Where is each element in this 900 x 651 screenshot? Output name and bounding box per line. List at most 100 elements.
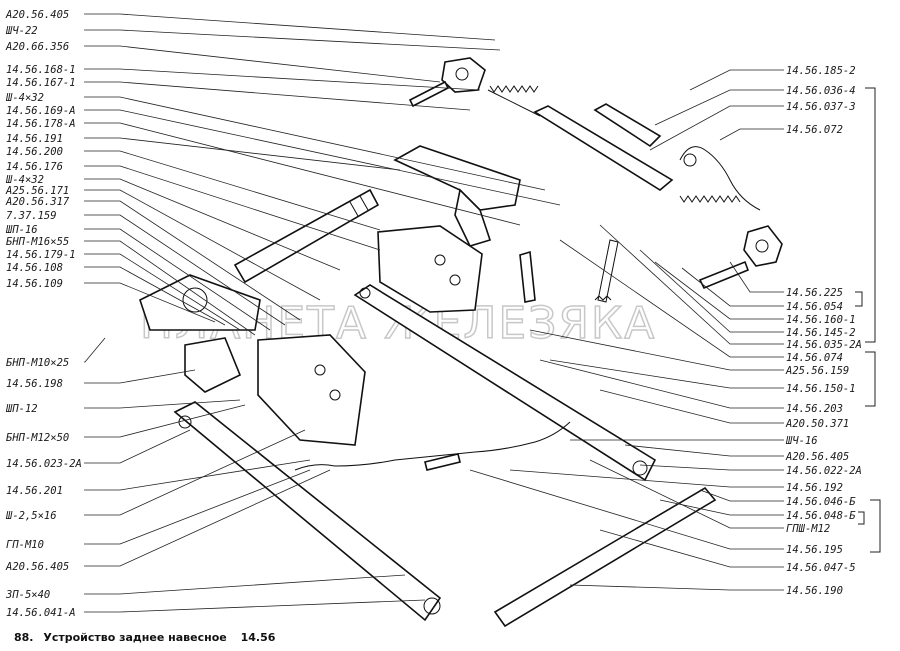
leader-line-left — [84, 150, 381, 231]
caption-number: 88. — [14, 631, 34, 644]
part-label-left: 14.56.109 — [6, 278, 63, 290]
leader-line-right — [624, 444, 784, 457]
pin-bolt — [408, 80, 450, 108]
part-label-left: А20.56.317 — [5, 196, 70, 208]
part-label-right: 14.56.022-2А — [786, 465, 862, 477]
leader-line-left — [84, 214, 286, 326]
part-label-left: 14.56.191 — [6, 133, 63, 145]
leader-line-right — [469, 469, 784, 550]
figure-caption: 88. Устройство заднее навесное 14.56 — [14, 631, 276, 644]
splined-shaft — [233, 188, 380, 284]
leader-line-right — [569, 584, 784, 591]
cross-bar — [493, 486, 717, 628]
part-label-left: Ш-2,5×16 — [5, 510, 57, 522]
top-link-tube — [533, 105, 674, 191]
part-label-right: 14.56.035-2А — [786, 339, 862, 351]
part-label-left: БНП-М12×50 — [6, 432, 69, 444]
parts-group — [139, 57, 783, 628]
part-label-right: 14.56.150-1 — [786, 383, 856, 395]
arm-hole — [182, 287, 208, 313]
leader-line-right — [599, 224, 784, 345]
leader-line-left — [84, 369, 196, 384]
part-label-left: 14.56.179-1 — [6, 249, 76, 261]
brace-group — [855, 87, 881, 553]
part-label-right: 14.56.072 — [786, 124, 843, 136]
leader-line-left — [84, 96, 546, 191]
part-label-right: 14.56.074 — [786, 352, 843, 364]
lift-arm-fork — [454, 188, 492, 247]
leader-line-left — [84, 189, 321, 301]
leader-line-left — [84, 282, 216, 323]
part-label-right: А20.56.405 — [785, 451, 849, 463]
part-label-left: 14.56.176 — [6, 161, 63, 173]
leader-line-left — [84, 29, 501, 51]
part-label-right: А25.56.159 — [785, 365, 849, 377]
leader-line-right — [599, 529, 784, 568]
part-label-right: ШЧ-16 — [785, 435, 818, 447]
brace-074-203 — [865, 351, 876, 407]
spline-2 — [349, 201, 359, 217]
brace-048-m12 — [858, 511, 865, 525]
part-label-right: 14.56.190 — [786, 585, 843, 597]
rl-hole-a — [359, 287, 371, 299]
leader-line-right — [589, 459, 784, 529]
brace-036-035 — [865, 87, 876, 343]
part-label-right: 14.56.160-1 — [786, 314, 856, 326]
part-label-left: 14.56.200 — [6, 146, 63, 158]
leader-line-left — [84, 399, 241, 409]
lb-hole-2 — [329, 389, 341, 401]
leader-line-left — [84, 599, 426, 613]
leader-line-left — [84, 429, 306, 516]
part-label-left: БНП-М10×25 — [6, 357, 69, 369]
thread-2 — [679, 195, 741, 203]
part-label-right: 14.56.225 — [786, 287, 843, 299]
part-label-right: 14.56.036-4 — [786, 85, 856, 97]
leader-line-left — [84, 68, 481, 91]
leader-line-right — [639, 249, 784, 333]
part-label-right: 14.56.046-Б — [786, 496, 856, 508]
left-lower-link — [173, 401, 442, 622]
leader-line-left — [84, 200, 301, 321]
top-link-bracket — [441, 57, 486, 93]
bracket-hole-2 — [449, 274, 461, 286]
leader-line-right — [649, 105, 784, 151]
brace-225-054 — [855, 291, 863, 307]
part-label-left: 14.56.198 — [6, 378, 63, 390]
part-label-left: 14.56.167-1 — [6, 77, 76, 89]
part-label-left: А25.56.171 — [5, 185, 69, 197]
part-label-right: 14.56.054 — [786, 301, 843, 313]
part-label-left: Ш-4×32 — [5, 92, 44, 104]
part-label-left: 14.56.201 — [6, 485, 63, 497]
top-link-sleeve — [593, 103, 662, 148]
leader-line-left — [84, 228, 271, 331]
part-label-right: 14.56.203 — [786, 403, 843, 415]
leader-line-right — [689, 69, 784, 91]
top-link-end — [743, 225, 783, 267]
leader-line-left — [84, 253, 241, 331]
arm-hub — [184, 337, 242, 393]
leader-line-left — [84, 429, 191, 464]
leader-line-left — [84, 122, 521, 226]
left-label-column: А20.56.405ШЧ-22А20.66.35614.56.168-114.5… — [5, 9, 82, 619]
leader-line-left — [84, 165, 381, 251]
leader-line-right — [539, 359, 784, 409]
part-label-left: ШЧ-22 — [5, 25, 38, 37]
right-label-column: 14.56.185-214.56.036-414.56.037-314.56.0… — [785, 65, 862, 597]
leader-line-left — [84, 240, 256, 336]
turnbuckle — [424, 453, 461, 471]
vertical-rod — [519, 250, 536, 303]
leader-line-right — [719, 128, 784, 141]
leader-line-right — [549, 359, 784, 389]
leader-line-left — [84, 45, 441, 83]
part-label-left: 14.56.023-2А — [6, 458, 82, 470]
upper-bracket — [377, 225, 483, 313]
leader-line-right — [681, 267, 784, 307]
leader-line-right — [654, 89, 784, 126]
part-label-left: 14.56.108 — [6, 262, 63, 274]
lb-hole-1 — [314, 364, 326, 376]
part-label-left: ШП-16 — [5, 224, 38, 236]
part-label-left: Ш-4×32 — [5, 174, 44, 186]
part-label-right: 14.56.037-3 — [786, 101, 856, 113]
